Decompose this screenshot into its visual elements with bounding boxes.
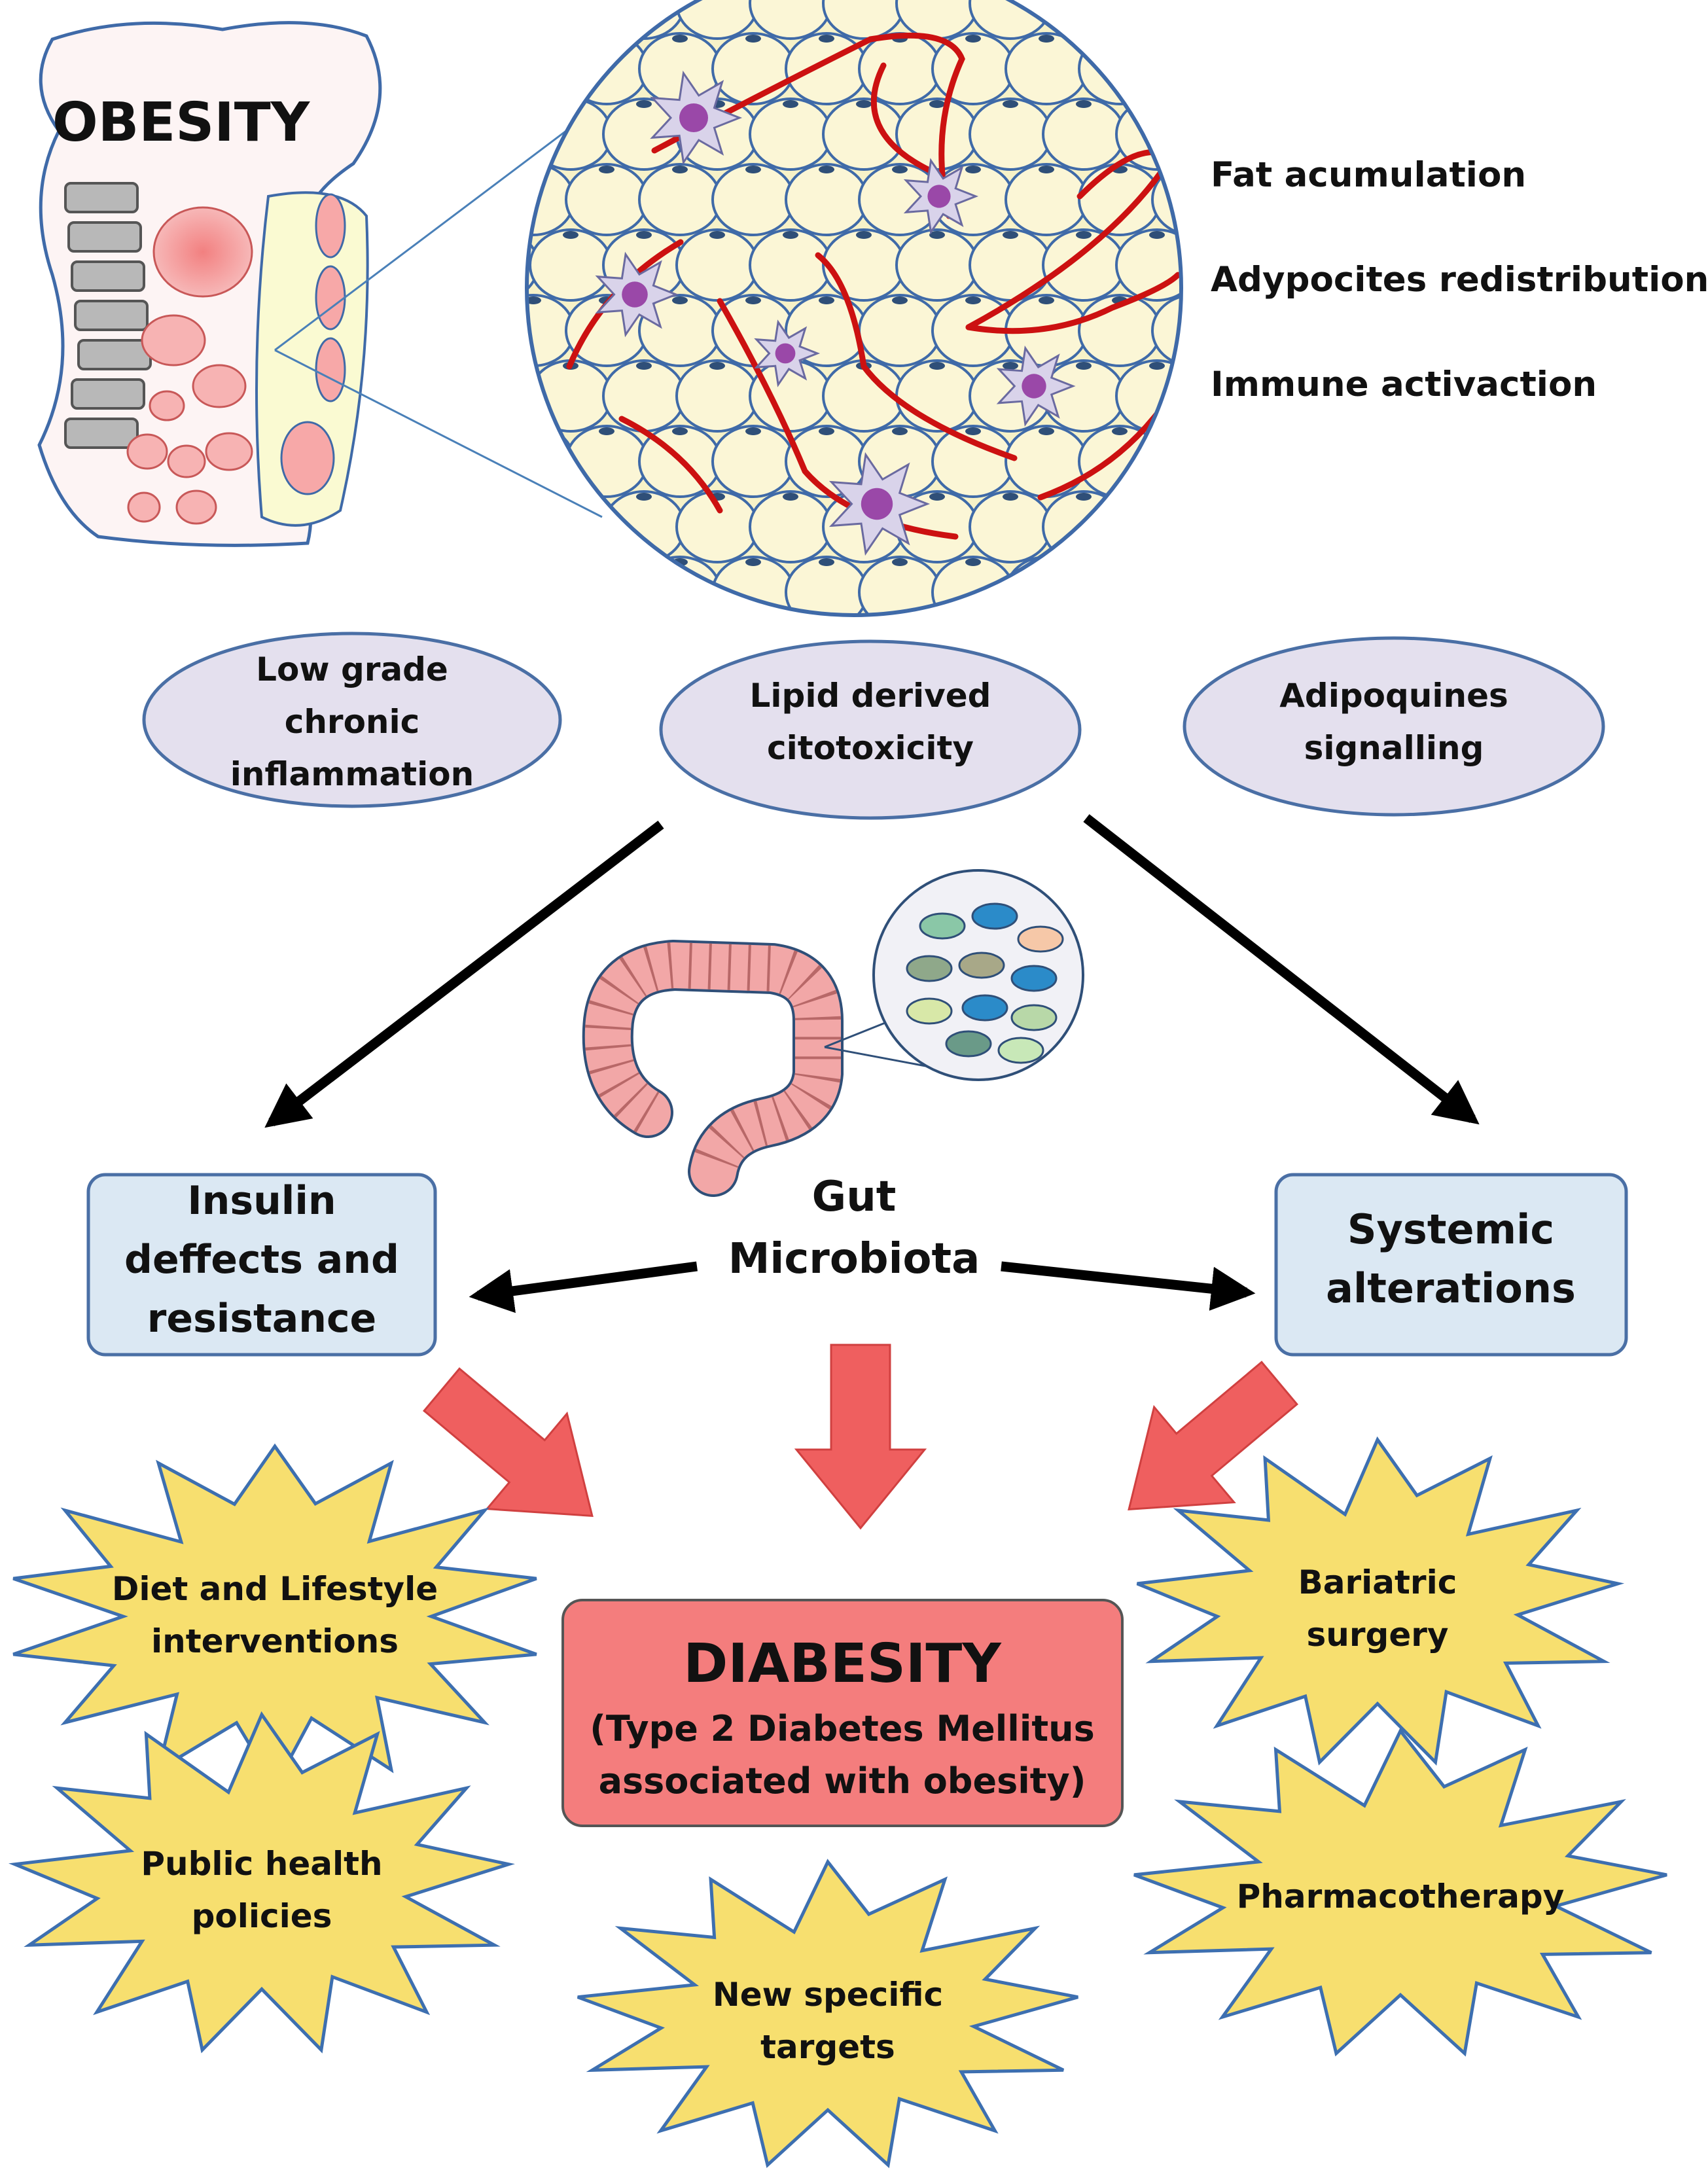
systemic-alterations-box: Systemic alterations — [1274, 1173, 1628, 1357]
adipose-tissue-illustration — [525, 0, 1183, 617]
red-arrow-left — [422, 1367, 594, 1518]
diabesity-subtitle-line-2: associated with obesity) — [599, 1760, 1086, 1802]
diabesity-subtitle-line-1: (Type 2 Diabetes Mellitus — [590, 1708, 1094, 1749]
obesity-body-illustration: OBESITY — [37, 21, 382, 547]
systemic-box-line-1: Systemic — [1347, 1205, 1554, 1253]
feature-adipocytes-redistribution: Adypocites redistribution — [1211, 260, 1708, 300]
pharmacotherapy-label: Pharmacotherapy — [1237, 1878, 1565, 1916]
targets-line-2: targets — [760, 2028, 895, 2066]
diet-line-2: interventions — [151, 1622, 399, 1660]
insulin-resistance-box: Insulin deffects and resistance — [86, 1173, 437, 1357]
gut-label-line-1: Gut — [812, 1173, 897, 1221]
diabesity-title: DIABESITY — [683, 1633, 1002, 1695]
obesity-title: OBESITY — [52, 92, 311, 154]
red-arrow-right — [1128, 1361, 1299, 1511]
intervention-pharmacotherapy: Pharmacotherapy — [1133, 1728, 1667, 2057]
arrow-to-insulin — [264, 821, 664, 1128]
zoom-line-microbiota-top — [824, 1020, 891, 1048]
mechanism-adipokines: Adipoquines signalling — [1183, 636, 1605, 817]
public-health-line-2: policies — [192, 1897, 332, 1935]
intervention-diet-lifestyle: Diet and Lifestyle interventions — [12, 1443, 537, 1791]
subcutaneous-fat-icon — [255, 191, 369, 527]
intervention-new-targets: New specific targets — [577, 1859, 1078, 2169]
public-health-line-1: Public health — [141, 1845, 382, 1883]
blood-vessel-icon — [566, 32, 1181, 540]
bariatric-line-1: Bariatric — [1298, 1563, 1457, 1601]
zoom-line-microbiota-bottom — [824, 1046, 930, 1068]
targets-line-1: New specific — [713, 1976, 943, 2014]
microbiota-icon — [872, 869, 1084, 1081]
arrow-gut-to-systemic — [1001, 1261, 1256, 1311]
insulin-box-line-2: deffects and — [124, 1237, 399, 1283]
mechanism-inflammation-line-1: Low grade — [256, 650, 448, 688]
mechanism-inflammation-line-2: chronic — [285, 703, 420, 741]
systemic-box-line-2: alterations — [1326, 1264, 1576, 1312]
mechanism-lipotoxicity: Lipid derived citotoxicity — [659, 639, 1082, 820]
gut-label-line-2: Microbiota — [728, 1235, 980, 1283]
bariatric-line-2: surgery — [1307, 1616, 1449, 1654]
spine-icon — [64, 182, 152, 449]
macrophage-icon — [595, 70, 1076, 556]
mechanism-adipokines-line-1: Adipoquines — [1279, 677, 1508, 715]
mechanism-lipotoxicity-line-1: Lipid derived — [750, 677, 991, 715]
insulin-box-line-1: Insulin — [187, 1178, 336, 1224]
arrow-to-systemic — [1083, 814, 1480, 1125]
red-arrow-center — [794, 1344, 927, 1530]
intervention-bariatric-surgery: Bariatric surgery — [1136, 1436, 1625, 1766]
arrow-gut-to-insulin — [469, 1261, 698, 1313]
mechanism-inflammation: Low grade chronic inflammation — [142, 632, 562, 808]
insulin-box-line-3: resistance — [147, 1296, 376, 1342]
mechanism-adipokines-line-2: signalling — [1304, 729, 1484, 767]
zoom-line-top — [274, 110, 593, 351]
mechanism-lipotoxicity-line-2: citotoxicity — [767, 729, 974, 767]
feature-immune-activation: Immune activaction — [1211, 365, 1597, 404]
diabesity-box: DIABESITY (Type 2 Diabetes Mellitus asso… — [561, 1599, 1124, 1827]
diet-line-1: Diet and Lifestyle — [112, 1570, 438, 1608]
intervention-public-health: Public health policies — [8, 1711, 515, 2054]
intestine-icon — [582, 939, 844, 1197]
visceral-fat-icon — [126, 206, 253, 525]
feature-fat-accumulation: Fat acumulation — [1211, 155, 1526, 195]
mechanism-inflammation-line-3: inflammation — [230, 755, 474, 793]
zoom-line-bottom — [274, 349, 603, 518]
